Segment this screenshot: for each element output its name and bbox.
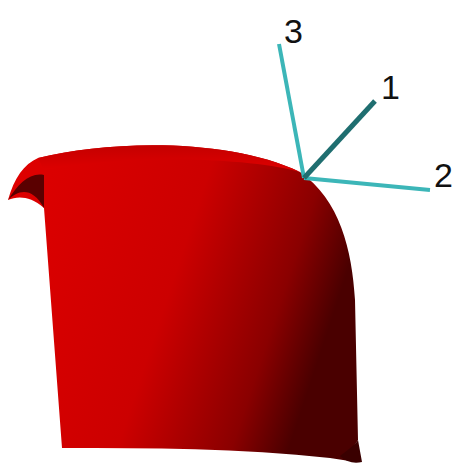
callout-number: 3 — [284, 14, 303, 48]
axis-line — [279, 44, 304, 178]
axis-line — [304, 101, 375, 178]
axis-line — [304, 178, 430, 190]
surface-top-edge — [38, 145, 300, 172]
curl-left — [8, 175, 44, 208]
callout-number: 1 — [381, 70, 400, 104]
curl-bottom — [340, 440, 362, 463]
callout-number: 2 — [434, 158, 453, 192]
curved-surface — [8, 145, 358, 462]
